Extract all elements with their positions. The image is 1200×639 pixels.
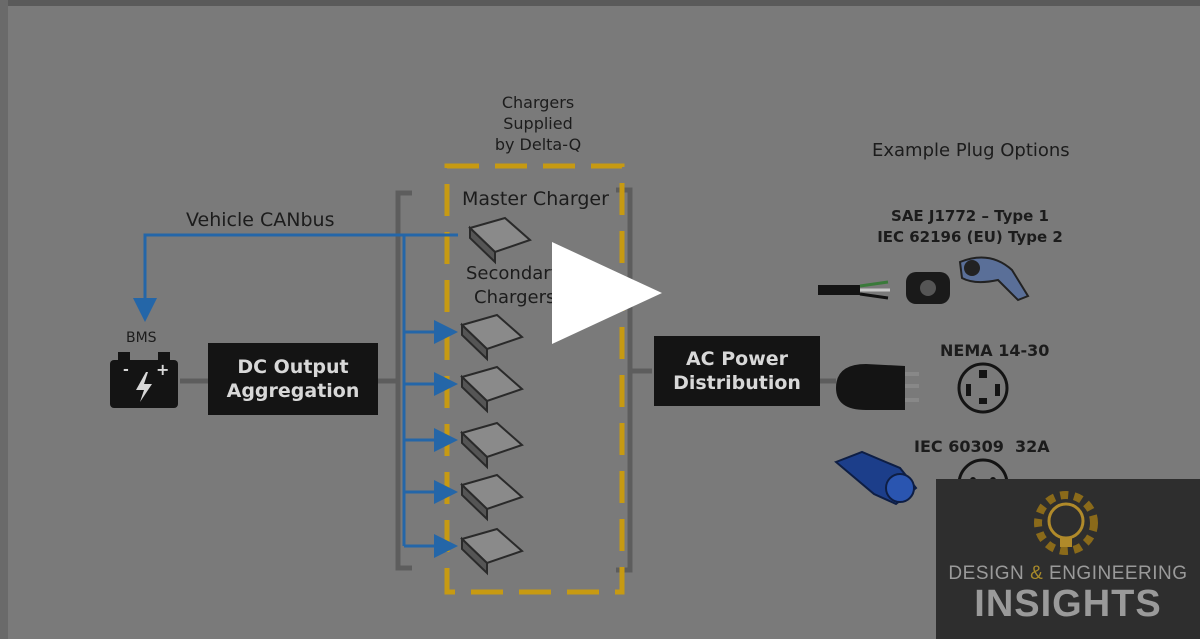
master-charger-unit: [468, 216, 532, 265]
master-charger-label: Master Charger: [462, 188, 609, 210]
dc-output-aggregation-box: DC Output Aggregation: [208, 343, 378, 415]
secondary-charger-unit: [460, 473, 524, 522]
j1772-plug-label: SAE J1772 – Type 1 IEC 62196 (EU) Type 2: [877, 207, 1063, 246]
chargers-supplied-label: Chargers Supplied by Delta-Q: [494, 93, 582, 154]
bms-label: BMS: [126, 330, 157, 346]
battery-icon: [110, 352, 178, 408]
secondary-charger-unit: [460, 313, 524, 362]
play-button[interactable]: [548, 238, 668, 348]
vehicle-canbus-label: Vehicle CANbus: [186, 209, 335, 231]
j1772-plug-icon: [818, 256, 1030, 304]
canbus-lines: [133, 233, 458, 558]
nema-plug-label: NEMA 14-30: [940, 341, 1050, 360]
charger-units: [460, 216, 532, 576]
secondary-charger-unit: [460, 421, 524, 470]
brand-line-1: DESIGN & ENGINEERING: [948, 563, 1188, 584]
brand-line-2: INSIGHTS: [974, 583, 1162, 625]
lightbulb-gear-icon: [1034, 491, 1098, 555]
secondary-charger-unit: [460, 365, 524, 414]
ac-power-distribution-box: AC Power Distribution: [654, 336, 820, 406]
nema-plug-icon: [836, 362, 1009, 414]
play-icon: [552, 242, 662, 344]
battery-plus-label: +: [156, 360, 170, 379]
secondary-charger-unit: [460, 527, 524, 576]
example-plug-options-label: Example Plug Options: [872, 140, 1070, 161]
design-engineering-insights-logo: DESIGN & ENGINEERING INSIGHTS: [936, 479, 1200, 639]
secondary-chargers-label: Secondary Chargers: [466, 263, 562, 308]
battery-minus-label: -: [123, 362, 129, 378]
iec-60309-plug-label: IEC 60309 32A: [914, 437, 1050, 456]
